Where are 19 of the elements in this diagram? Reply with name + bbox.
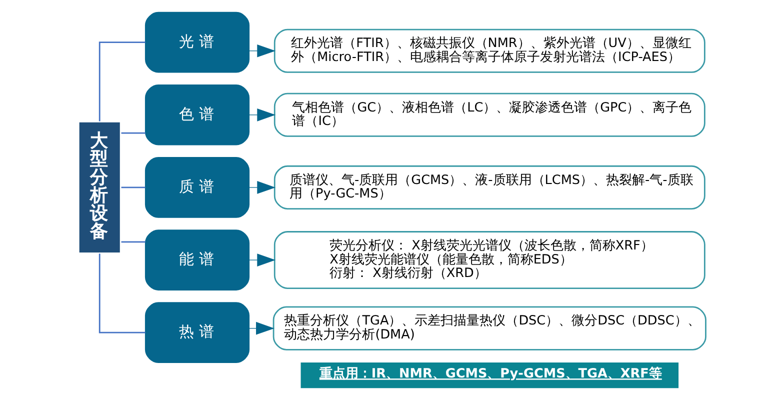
node-box: 重点用：IR、NMR、GCMS、Py-GCMS、TGA、XRF等 <box>300 362 678 388</box>
connector <box>120 186 145 188</box>
node-box: 气相色谱（GC）、液相色谱（LC）、凝胶渗透色谱（GPC）、离子色谱（IC） <box>273 92 705 137</box>
arrow <box>248 181 276 194</box>
connector <box>120 241 145 243</box>
arrow <box>248 254 276 266</box>
connector <box>98 42 145 122</box>
node-box: 热重分析仪（TGA）、示差扫描量热仪（DSC）、微分DSC（DDSC）、动态热力学分析(DMA) <box>272 306 706 350</box>
connector <box>98 254 145 334</box>
node-box: 色 谱 <box>144 84 250 146</box>
node-box: 质谱仪、气-质联用（GCMS）、液-质联用（LCMS）、热裂解-气-质联用（Py-GC-MS） <box>273 165 705 210</box>
node-box: 能 谱 <box>144 230 250 290</box>
node-box: 热 谱 <box>144 302 250 363</box>
node-box: 光 谱 <box>144 12 250 73</box>
node-box: 荧光分析仪： X射线荧光光谱仪（波长色散，简称XRF） X射线荧光能谱仪（能量色散，简称EDS） 衍射： X射线衍射（XRD） <box>273 231 705 289</box>
connector <box>120 132 145 134</box>
node-box: 大型分析设备 <box>76 120 122 255</box>
node-box: 质 谱 <box>144 157 250 218</box>
node-box: 红外光谱（FTIR）、核磁共振仪（NMR）、紫外光谱（UV）、显微红外（Micro-FTIR）、电感耦合等离子体原子发射光谱法（ICP-AES） <box>273 28 705 73</box>
